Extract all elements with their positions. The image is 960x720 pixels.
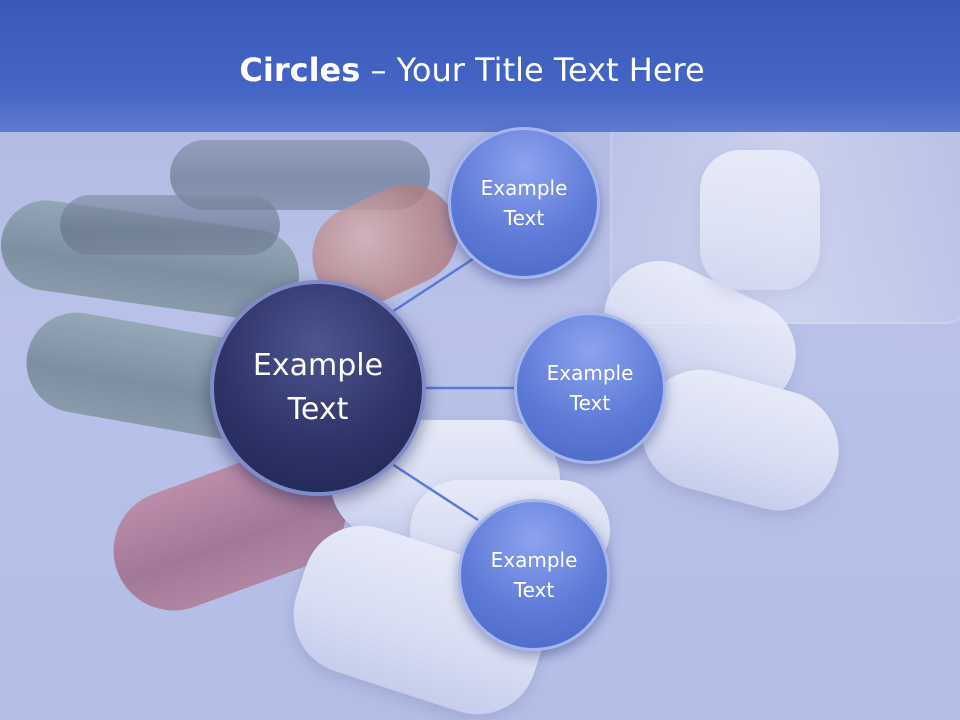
satellite-circle-label: Example Text (490, 548, 578, 602)
title-rest: – Your Title Text Here (360, 51, 705, 89)
satellite-circle-label: Example Text (546, 361, 634, 415)
connector-line-1 (391, 255, 477, 314)
pill-image (700, 150, 820, 290)
satellite-circle-2[interactable]: Example Text (514, 312, 666, 464)
title-bar: Circles – Your Title Text Here (0, 0, 960, 132)
title-bold: Circles (239, 51, 361, 89)
center-circle-label: Example Text (252, 348, 384, 427)
jar-image (610, 110, 960, 324)
center-circle[interactable]: Example Text (210, 280, 426, 496)
satellite-circle-3[interactable]: Example Text (458, 499, 610, 651)
connector-line-3 (391, 462, 479, 522)
satellite-circle-1[interactable]: Example Text (448, 127, 600, 279)
slide-title: Circles – Your Title Text Here (0, 50, 944, 90)
capsule-image (60, 195, 280, 255)
satellite-circle-label: Example Text (480, 176, 568, 230)
